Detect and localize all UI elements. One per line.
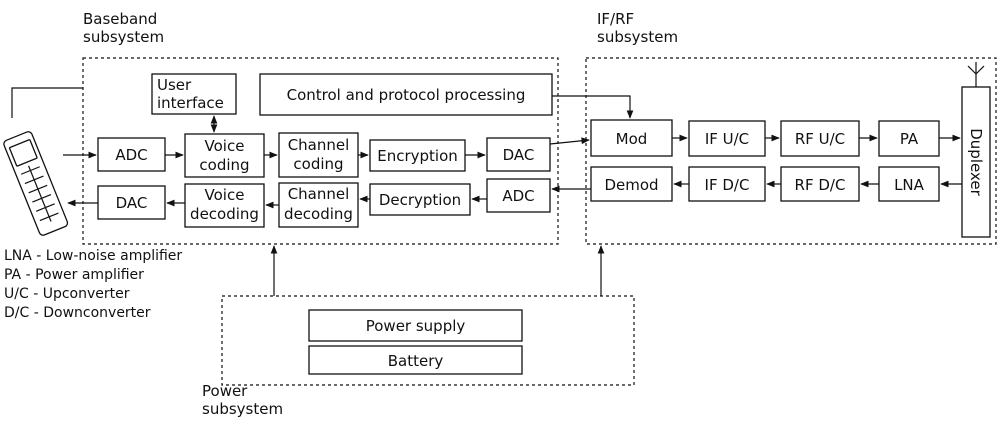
rf-upconverter-label: RF U/C (795, 130, 845, 148)
dac-tx-block: DAC (486, 137, 551, 172)
baseband-subsystem-label-line1: Baseband (83, 10, 157, 28)
power-subsystem-label-line1: Power (202, 382, 248, 400)
adc-tx-label: ADC (115, 146, 147, 164)
voice-coding-label-line1: Voice (205, 137, 245, 155)
arrow-control-to-mod (552, 95, 634, 119)
control-protocol-block: Control and protocol processing (259, 73, 553, 116)
encryption-block: Encryption (369, 139, 466, 172)
power-supply-block: Power supply (308, 309, 523, 342)
mod-block: Mod (590, 119, 673, 157)
dac-rx-label: DAC (116, 194, 148, 212)
power-supply-label: Power supply (366, 317, 466, 335)
rf-downconverter-block: RF D/C (780, 166, 860, 202)
voice-decoding-label-line1: Voice (205, 186, 245, 204)
rf-upconverter-block: RF U/C (780, 120, 860, 157)
if-upconverter-label: IF U/C (705, 130, 749, 148)
decryption-label: Decryption (379, 191, 461, 209)
legend-pa: PA - Power amplifier (4, 267, 144, 283)
voice-coding-block: Voice coding (184, 133, 265, 178)
channel-decoding-label-line2: decoding (284, 205, 353, 223)
rf-downconverter-label: RF D/C (795, 176, 846, 194)
lna-label: LNA (894, 176, 925, 194)
antenna-icon (967, 62, 985, 87)
legend-dc: D/C - Downconverter (4, 305, 151, 321)
demod-label: Demod (604, 176, 658, 194)
control-protocol-label: Control and protocol processing (287, 86, 526, 104)
decryption-block: Decryption (369, 183, 471, 216)
handset-icon (3, 87, 83, 236)
user-interface-block: User interface (151, 73, 237, 115)
channel-decoding-label-line1: Channel (288, 185, 350, 203)
ifrf-subsystem-boundary (585, 57, 997, 245)
voice-decoding-block: Voice decoding (184, 183, 265, 228)
signal-connectors (63, 95, 962, 296)
adc-rx-label: ADC (502, 187, 534, 205)
demod-block: Demod (590, 166, 673, 202)
encryption-label: Encryption (377, 147, 458, 165)
power-subsystem-label-line2: subsystem (202, 400, 283, 418)
channel-decoding-block: Channel decoding (278, 182, 359, 228)
dac-rx-block: DAC (97, 185, 166, 220)
arrow-dac-to-mod (549, 137, 590, 145)
duplexer-label: Duplexer (967, 128, 985, 196)
if-downconverter-label: IF D/C (705, 176, 750, 194)
channel-coding-label-line1: Channel (288, 136, 350, 154)
ifrf-subsystem-label-line1: IF/RF (597, 10, 634, 28)
legend-lna: LNA - Low-noise amplifier (4, 248, 182, 264)
power-subsystem-boundary (221, 295, 635, 386)
voice-decoding-label-line2: decoding (190, 205, 259, 223)
dac-tx-label: DAC (503, 146, 535, 164)
duplexer-block: Duplexer (961, 86, 991, 238)
lna-block: LNA (878, 166, 940, 202)
adc-rx-block: ADC (486, 178, 551, 213)
channel-coding-label-line2: coding (293, 155, 343, 173)
baseband-subsystem-label-line2: subsystem (83, 28, 164, 46)
adc-tx-block: ADC (97, 137, 166, 172)
pa-block: PA (878, 120, 940, 157)
if-upconverter-block: IF U/C (688, 120, 766, 157)
ifrf-subsystem-label-line2: subsystem (597, 28, 678, 46)
mod-label: Mod (616, 130, 648, 148)
battery-block: Battery (308, 345, 523, 375)
battery-label: Battery (388, 352, 444, 370)
legend-uc: U/C - Upconverter (4, 286, 130, 302)
if-downconverter-block: IF D/C (688, 166, 766, 202)
user-interface-label-line2: interface (157, 94, 224, 112)
pa-label: PA (900, 130, 919, 148)
user-interface-label-line1: User (157, 76, 192, 94)
channel-coding-block: Channel coding (278, 132, 359, 178)
voice-coding-label-line2: coding (199, 156, 249, 174)
